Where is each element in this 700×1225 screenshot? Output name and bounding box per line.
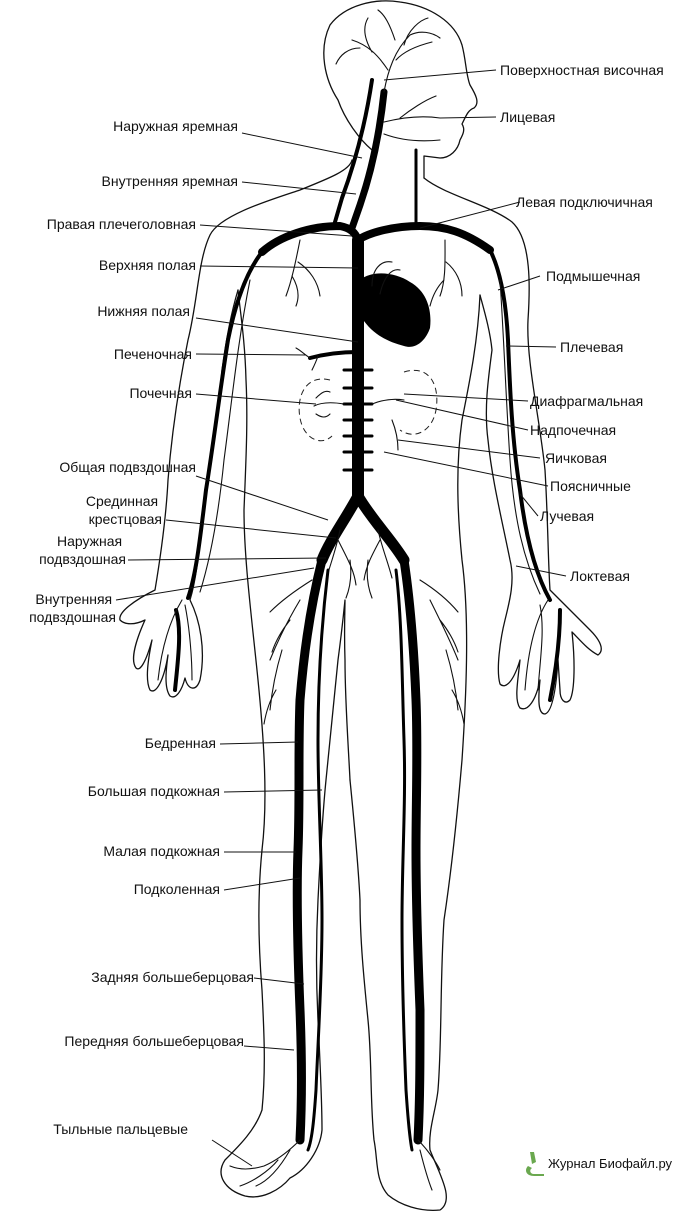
label-facial: Лицевая	[500, 109, 555, 125]
label-median-sacral: Срединная крестцовая	[86, 493, 162, 527]
label-inferior-vena-cava: Нижняя полая	[97, 303, 190, 319]
label-suprarenal: Надпочечная	[530, 422, 616, 438]
testicular-vein	[391, 419, 399, 451]
label-ulnar: Локтевая	[570, 568, 630, 584]
right-torso-outline	[349, 294, 481, 1211]
label-femoral: Бедренная	[145, 735, 216, 751]
label-dorsal-digital: Тыльные пальцевые	[53, 1121, 188, 1137]
temporal-branches	[335, 9, 441, 93]
thigh-branches	[263, 579, 465, 725]
label-renal: Почечная	[129, 385, 192, 401]
label-external-jugular: Наружная яремная	[113, 118, 238, 134]
renal-veins	[313, 390, 405, 418]
right-femoral-vein	[292, 555, 327, 1145]
left-kidney	[399, 369, 438, 435]
label-common-iliac: Общая подвздошная	[59, 459, 196, 475]
label-popliteal: Подколенная	[134, 881, 220, 897]
leader-lines	[115, 69, 567, 1167]
label-hepatic: Печеночная	[114, 346, 192, 362]
left-torso-outline	[237, 289, 266, 851]
external-jugular-vein	[333, 78, 374, 224]
label-lumbar: Поясничные	[550, 478, 631, 494]
facial-branches	[383, 95, 441, 142]
hepatic-branches	[295, 347, 319, 371]
inner-leg-outline	[220, 599, 351, 1198]
label-brachial: Плечевая	[560, 339, 623, 355]
right-kidney	[298, 378, 333, 441]
microscope-icon	[526, 1152, 544, 1176]
label-external-iliac: Наружная подвздошная	[39, 533, 126, 567]
left-femoral-vein	[399, 555, 425, 1145]
lung-branches	[285, 239, 463, 307]
left-arm-outline	[119, 159, 353, 698]
heart	[360, 273, 431, 347]
great-saphenous-vein	[306, 568, 414, 1152]
left-arm-vein	[488, 248, 562, 702]
label-left-subclavian: Левая подключичная	[516, 194, 653, 210]
brachiocephalic-veins	[258, 222, 494, 256]
label-great-saphenous: Большая подкожная	[88, 783, 220, 799]
arm-collateral-veins	[157, 279, 549, 691]
internal-jugular-vein	[348, 88, 388, 232]
veins	[157, 9, 562, 1191]
label-internal-jugular: Внутренняя яремная	[102, 173, 238, 189]
watermark: Журнал Биофайл.ру	[526, 1152, 673, 1176]
label-internal-iliac: Внутренняя подвздошная	[29, 591, 116, 625]
label-testicular: Яичковая	[545, 450, 607, 466]
labels-left: Наружная яремная Внутренняя яремная Прав…	[29, 118, 254, 1137]
label-superficial-temporal: Поверхностная височная	[500, 62, 664, 78]
lumbar-veins	[342, 368, 374, 472]
foot-veins	[229, 1139, 441, 1191]
label-phrenic: Диафрагмальная	[530, 393, 643, 409]
label-superior-vena-cava: Верхняя полая	[99, 257, 196, 273]
common-iliac-veins	[316, 490, 410, 566]
hepatic-vein	[308, 350, 360, 360]
label-posterior-tibial: Задняя большеберцовая	[91, 969, 254, 985]
labels-right: Поверхностная височная Лицевая Левая под…	[500, 62, 664, 584]
pelvic-branches	[325, 529, 393, 599]
aortic-arch	[371, 261, 401, 295]
label-radial: Лучевая	[540, 508, 594, 524]
label-anterior-tibial: Передняя большеберцовая	[64, 1033, 244, 1049]
right-arm-vein	[173, 250, 264, 692]
watermark-text: Журнал Биофайл.ру	[548, 1156, 673, 1171]
head-outline	[323, 0, 478, 179]
label-small-saphenous: Малая подкожная	[103, 843, 220, 859]
label-right-brachiocephalic: Правая плечеголовная	[47, 216, 196, 232]
label-axillary: Подмышечная	[546, 268, 640, 284]
